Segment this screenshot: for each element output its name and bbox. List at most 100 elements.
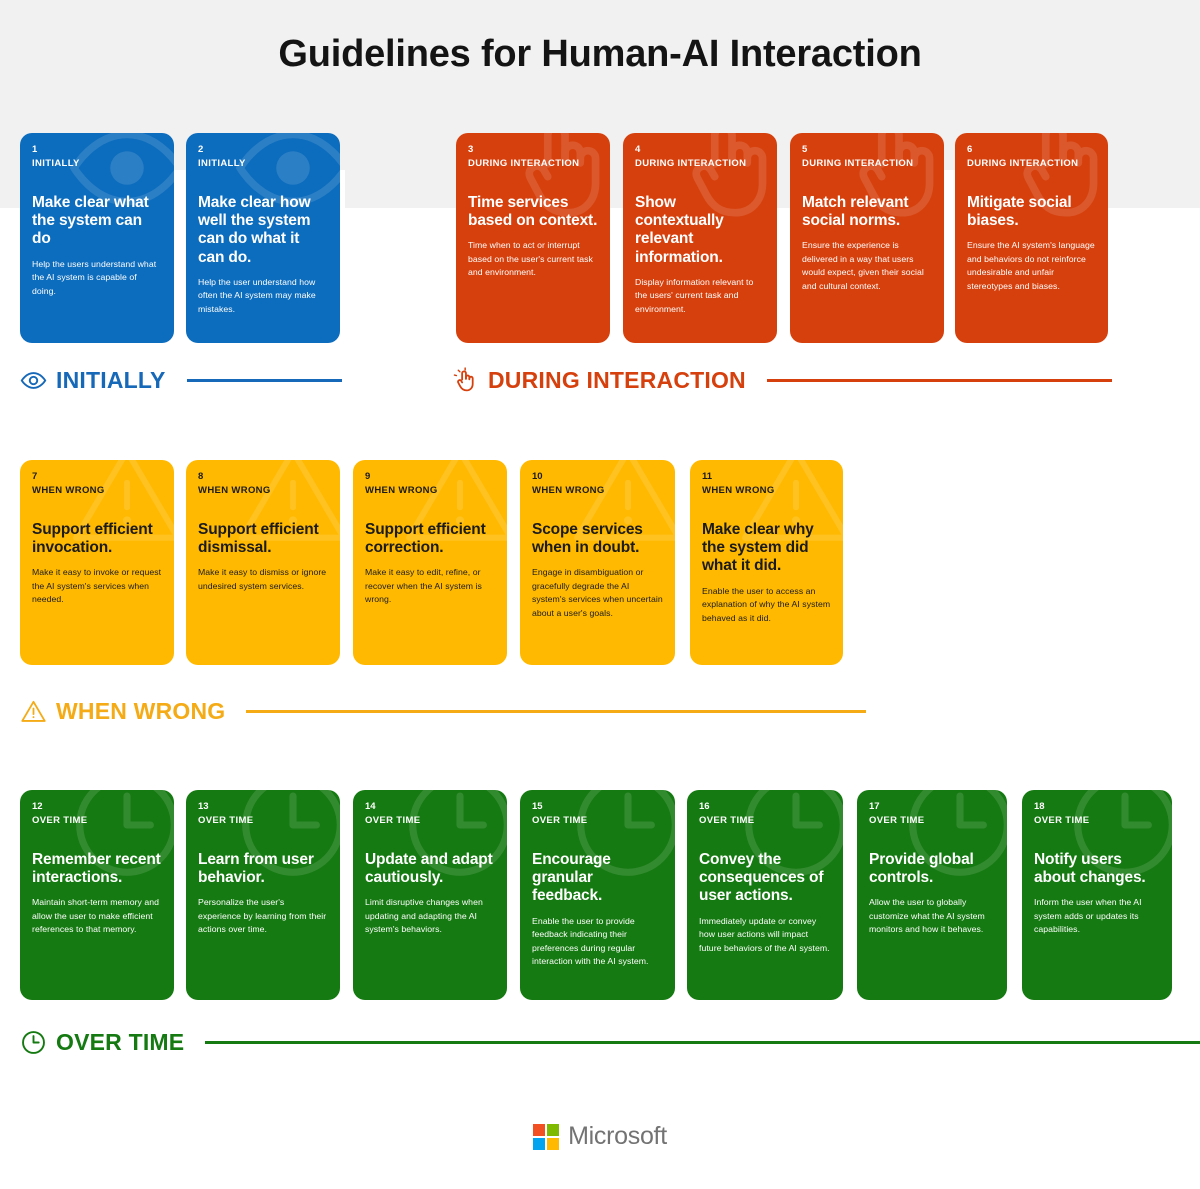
card-description: Engage in disambiguation or gracefully d… [532, 567, 663, 618]
card-description: Ensure the experience is delivered in a … [802, 240, 924, 291]
section-label-rule [246, 709, 867, 713]
card-title: Time services based on context. [468, 193, 598, 230]
card-number: 1 [32, 144, 38, 155]
card-phase-label: OVER TIME [532, 815, 588, 827]
card-title: Update and adapt cautiously. [365, 850, 493, 887]
section-label-rule [766, 378, 1112, 382]
card-number: 9 [365, 471, 371, 482]
card-description: Enable the user to provide feedback indi… [532, 915, 649, 967]
card-description: Time when to act or interrupt based on t… [468, 240, 593, 278]
card-description: Enable the user to access an explanation… [702, 585, 831, 623]
card-title: Encourage granular feedback. [532, 850, 611, 905]
card-description: Inform the user when the AI system adds … [1034, 897, 1142, 935]
microsoft-logo: Microsoft [533, 1122, 667, 1151]
card-title: Support efficient dismissal. [198, 520, 319, 557]
card-description: Allow the user to globally customize wha… [869, 897, 985, 935]
card-number: 10 [532, 471, 543, 482]
card-phase-label: DURING INTERACTION [468, 158, 580, 170]
card-number: 12 [32, 801, 43, 812]
footer: Microsoft [0, 1122, 1200, 1151]
card-title: Notify users about changes. [1034, 850, 1146, 887]
section-label-over-time: OVER TIME [20, 1027, 1200, 1057]
card-number: 17 [869, 801, 880, 812]
card-number: 2 [198, 144, 204, 155]
card-number: 8 [198, 471, 204, 482]
card-phase-label: WHEN WRONG [365, 485, 438, 497]
card-description: Help the users understand what the AI sy… [32, 258, 157, 296]
card-number: 5 [802, 144, 808, 155]
card-title: Make clear what the system can do [32, 193, 149, 248]
section-label-rule [186, 378, 342, 382]
card-phase-label: WHEN WRONG [532, 485, 605, 497]
card-number: 13 [198, 801, 209, 812]
card-phase-label: DURING INTERACTION [967, 158, 1079, 170]
card-title: Support efficient correction. [365, 520, 486, 557]
card-phase-label: OVER TIME [365, 815, 421, 827]
card-number: 3 [468, 144, 474, 155]
card-description: Make it easy to invoke or request the AI… [32, 567, 162, 605]
card-title: Make clear why the system did what it di… [702, 520, 814, 575]
card-title: Support efficient invocation. [32, 520, 153, 557]
card-title: Scope services when in doubt. [532, 520, 643, 557]
card-description: Make it easy to edit, refine, or recover… [365, 567, 482, 605]
card-number: 7 [32, 471, 38, 482]
card-title: Make clear how well the system can do wh… [198, 193, 311, 266]
logo-square-yellow [547, 1137, 560, 1150]
warning-triangle-icon [20, 698, 47, 725]
card-number: 15 [532, 801, 543, 812]
card-number: 16 [699, 801, 710, 812]
header-band-right-gutter [1108, 170, 1200, 208]
section-label-rule [205, 1040, 1200, 1044]
card-phase-label: INITIALLY [32, 158, 80, 170]
section-label-during-interaction: DURING INTERACTION [452, 365, 1112, 395]
microsoft-wordmark: Microsoft [568, 1122, 667, 1150]
card-number: 6 [967, 144, 973, 155]
section-label-initially: INITIALLY [20, 365, 342, 395]
card-phase-label: OVER TIME [198, 815, 254, 827]
card-phase-label: WHEN WRONG [702, 485, 775, 497]
logo-square-green [547, 1123, 560, 1136]
clock-icon [20, 1029, 47, 1056]
logo-square-red [533, 1123, 546, 1136]
card-title: Show contextually relevant information. [635, 193, 724, 266]
card-phase-label: DURING INTERACTION [635, 158, 747, 170]
card-title: Learn from user behavior. [198, 850, 314, 887]
card-title: Provide global controls. [869, 850, 974, 887]
section-label-text: OVER TIME [56, 1028, 185, 1055]
card-phase-label: DURING INTERACTION [802, 158, 914, 170]
tap-hand-icon [452, 366, 479, 394]
section-label-text: WHEN WRONG [56, 697, 226, 724]
card-description: Display information relevant to the user… [635, 276, 754, 314]
card-description: Help the user understand how often the A… [198, 276, 316, 314]
card-description: Maintain short-term memory and allow the… [32, 897, 160, 935]
card-title: Match relevant social norms. [802, 193, 909, 230]
logo-square-blue [533, 1137, 546, 1150]
card-description: Immediately update or convey how user ac… [699, 915, 830, 953]
section-label-text: INITIALLY [56, 366, 166, 393]
eye-icon [20, 367, 47, 394]
card-phase-label: OVER TIME [699, 815, 755, 827]
header-band-left-gutter [0, 170, 20, 208]
page-title: Guidelines for Human-AI Interaction [278, 33, 922, 75]
card-phase-label: OVER TIME [869, 815, 925, 827]
card-number: 14 [365, 801, 376, 812]
